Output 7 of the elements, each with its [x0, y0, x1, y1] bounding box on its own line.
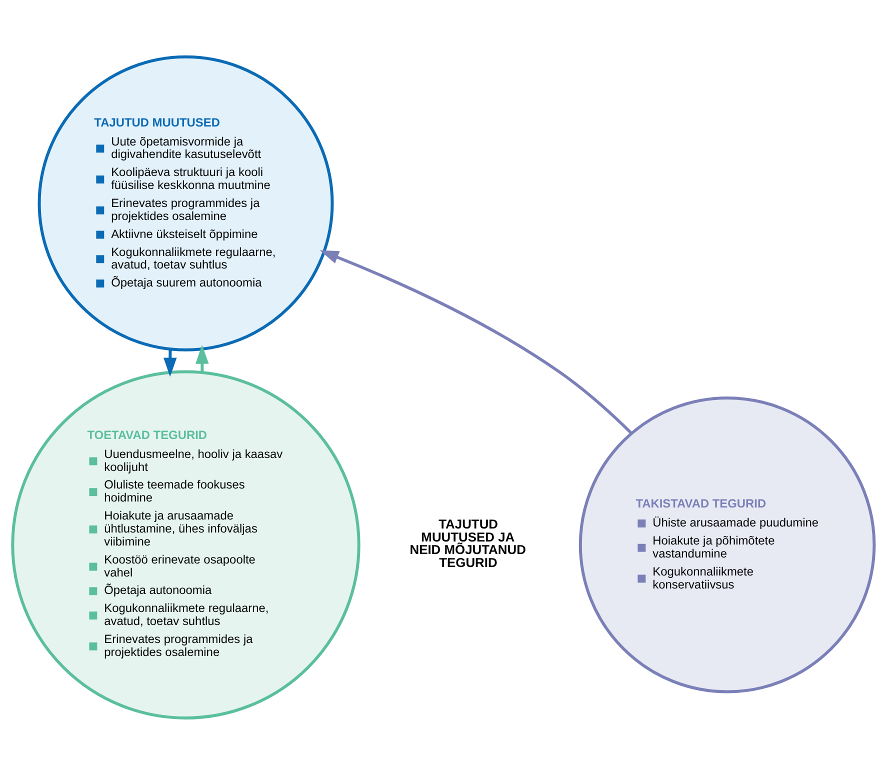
node-circle: TOETAVAD TEGURID Uuendusmeelne, hooliv ja kaasav koolijuht Oluliste teemade fookuses hoidmine Hoiakute ja arusaamade ühtlustamine, ühes infoväljas viibimine Koostöö erinevate osapoolte vahel Õpetaja autonoomia Kogukonnaliikmete regulaarne, avatud, toetav suhtlus Erinevates programmides ja projektides osalemine — [11, 370, 360, 719]
arrow — [320, 250, 632, 434]
node-circle: TAKISTAVAD TEGURID Ühiste arusaamade puudumine Hoiakute ja põhimõtete vastandumine Kogukonnaliikmete konservatiivsus — [578, 396, 876, 693]
arrow — [196, 344, 209, 372]
label: TAJUTUD MUUTUSED JA NEID MÕJUTANUD TEGURID — [410, 516, 526, 570]
node-circle: TAJUTUD MUUTUSED Uute õpetamisvormide ja digivahendite kasutuselevõtt Koolipäeva struktuuri ja kooli füüsilise keskkonna muutmine Erinevates programmides ja projektides osalemine Aktiivne üksteiselt õppimine Kogukonnaliikmete regulaarne, avatud, toetav suhtlus Õpetaja suurem autonoomia — [38, 54, 334, 351]
arrow — [164, 348, 177, 376]
